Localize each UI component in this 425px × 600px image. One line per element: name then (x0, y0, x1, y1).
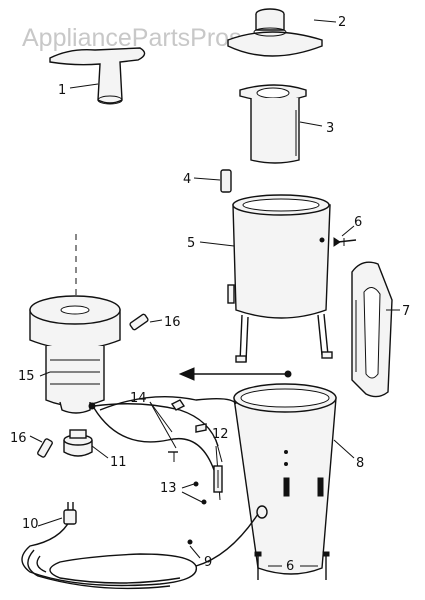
callout-8: 8 (356, 456, 364, 471)
part-12-switch (213, 465, 223, 493)
callout-14: 14 (130, 391, 147, 406)
part-2-lid (227, 8, 323, 57)
callout-1: 1 (58, 83, 66, 98)
callout-3: 3 (326, 121, 334, 136)
callout-15: 15 (18, 369, 35, 384)
callout-10: 10 (22, 517, 39, 532)
callout-7: 7 (402, 304, 410, 319)
callout-9: 9 (204, 555, 212, 570)
callout-16-lower: 16 (10, 431, 27, 446)
callout-6-lower: 6 (286, 559, 294, 574)
part-8-pulp-container (233, 383, 337, 575)
part-5-housing (227, 194, 333, 363)
part-14-screws (149, 399, 207, 462)
part-13-screws (181, 481, 207, 505)
part-10-power-cord (21, 502, 259, 590)
part-16-brush-lower (37, 438, 53, 458)
callout-11: 11 (110, 455, 127, 470)
callout-2: 2 (338, 15, 346, 30)
part-16-brush-upper (129, 313, 149, 331)
part-6-screws-lower (254, 551, 330, 580)
part-6-screw-upper (333, 237, 357, 247)
callout-6-upper: 6 (354, 215, 362, 230)
leader-lines (29, 19, 400, 567)
part-11-coupling (63, 429, 93, 457)
part-15-motor (29, 234, 121, 414)
callout-5: 5 (187, 236, 195, 251)
callout-4: 4 (183, 172, 191, 187)
part-4-clip (220, 169, 232, 193)
part-7-handle (351, 261, 393, 398)
assembly-arrow (178, 367, 292, 381)
callout-16-upper: 16 (164, 315, 181, 330)
part-3-filter-basket (239, 84, 307, 164)
callout-12: 12 (212, 427, 229, 442)
part-1-pusher (49, 47, 146, 105)
callout-13: 13 (160, 481, 177, 496)
